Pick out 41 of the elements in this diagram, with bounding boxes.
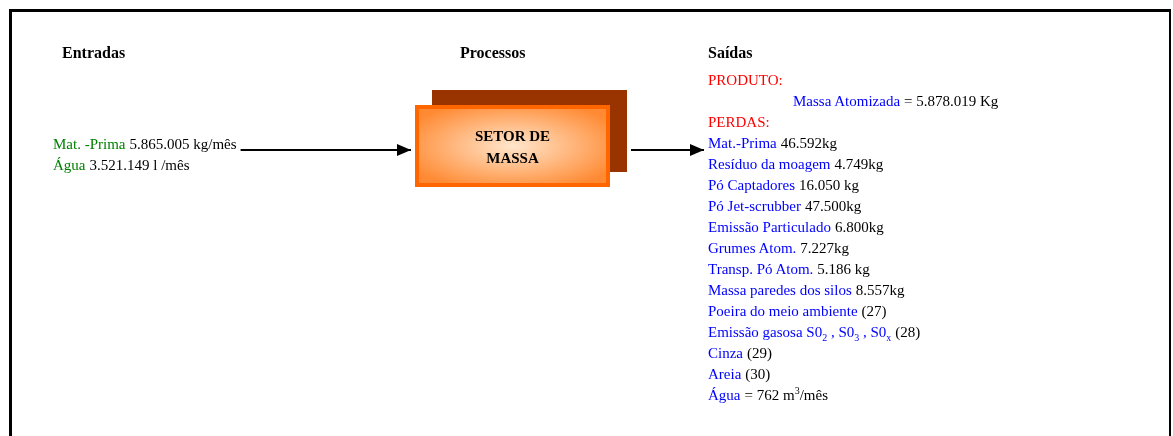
section-heading: PRODUTO:: [708, 71, 783, 90]
column-heading: Saídas: [708, 44, 753, 62]
item-name: Pó Jet-scrubber: [708, 197, 801, 216]
item-name: Areia: [708, 365, 742, 384]
quantity-value: (28): [895, 323, 921, 342]
quantity-value: 16.050 kg: [799, 176, 860, 195]
input-name: Água: [53, 156, 86, 175]
quantity-value: = 5.878.019 Kg: [904, 92, 999, 111]
quantity-value: (29): [747, 344, 772, 363]
item-name: Emissão gasosa S0$_{2}$ , S0$_{3}$ , S0$_{x}$: [708, 323, 892, 343]
item-name: Pó Captadores: [708, 176, 796, 195]
item-name: Poeira do meio ambiente: [708, 302, 858, 321]
section-heading: PERDAS:: [708, 113, 770, 132]
item-name: Massa Atomizada: [793, 92, 901, 111]
item-name: Cinza: [708, 344, 743, 363]
item-name: Mat.-Prima: [708, 134, 777, 153]
quantity-value: 5.865.005 kg/mês: [129, 135, 237, 154]
column-heading: Entradas: [62, 44, 126, 62]
quantity-value: (27): [861, 302, 887, 321]
item-name: Grumes Atom.: [708, 239, 797, 258]
arrow: [630, 144, 705, 156]
quantity-value: 8.557kg: [855, 281, 905, 300]
quantity-value: 5.186 kg: [817, 260, 870, 279]
quantity-value: 3.521.149 l /mês: [89, 156, 190, 175]
process-label: SETOR DE MASSA: [473, 127, 552, 168]
item-name: Emissão Particulado: [708, 218, 831, 237]
process-box: [415, 90, 627, 187]
item-name: Massa paredes dos silos: [708, 281, 852, 300]
item-name: Resíduo da moagem: [708, 155, 831, 174]
quantity-value: 6.800kg: [834, 218, 884, 237]
quantity-value: 47.500kg: [804, 197, 862, 216]
quantity-value: 7.227kg: [800, 239, 850, 258]
arrow: [239, 144, 412, 156]
item-name: Transp. Pó Atom.: [708, 260, 814, 279]
quantity-value: = 762 m$^{3}$/mês: [744, 385, 828, 405]
quantity-value: 46.592kg: [780, 134, 837, 153]
column-heading: Processos: [460, 44, 526, 62]
item-name: Água: [708, 386, 741, 405]
quantity-value: (30): [745, 365, 771, 384]
input-name: Mat. -Prima: [53, 135, 126, 154]
quantity-value: 4.749kg: [834, 155, 884, 174]
